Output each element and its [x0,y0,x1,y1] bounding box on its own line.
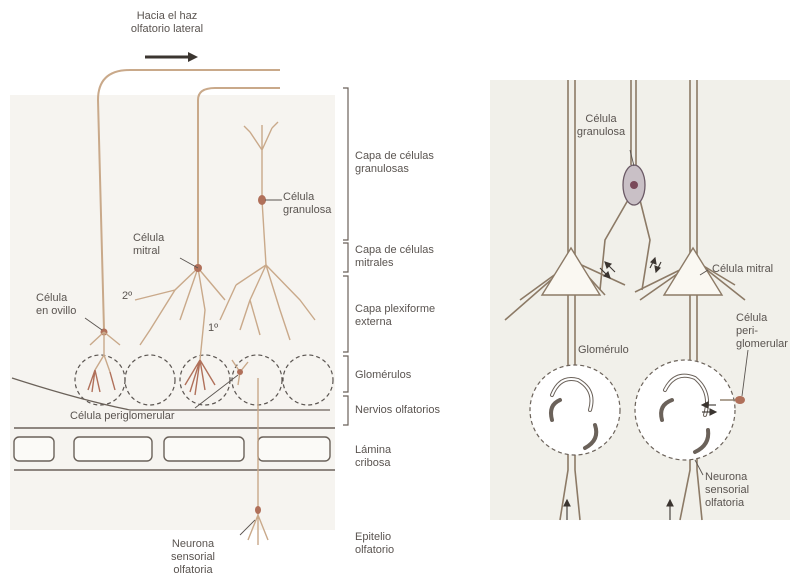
mitral-cell-right-label: Célula mitral [712,263,773,276]
layer-brackets [343,88,348,425]
mitral-cell-line-1: Célula [133,232,164,245]
layer-epithelium-line-1: Epitelio [355,531,394,544]
sensory-neuron-right-label: Neurona sensorial olfatoria [705,471,749,510]
periglomerular-cell-right-label: Célula peri- glomerular [736,312,788,351]
sensory-right-line-1: Neurona [705,471,749,484]
granule-right-line-1: Célula [570,113,632,126]
mitral-cell-line-2: mitral [133,245,164,258]
glomerulus-label: Glomérulo [578,344,629,357]
granule-cell-line-1: Célula [283,191,331,204]
periglomerular-right-line-2: peri- [736,325,788,338]
layer-lamina-line-2: cribosa [355,457,391,470]
secondary-dendrite-mark: 2º [122,290,132,303]
layer-mitral-label: Capa de células mitrales [355,244,434,270]
sensory-neuron-label: Neurona sensorial olfatoria [158,538,228,577]
layer-granule-line-2: granulosas [355,163,434,176]
sensory-neuron-line-2: sensorial [158,551,228,564]
sensory-neuron-line-1: Neurona [158,538,228,551]
sensory-neuron-line-3: olfatoria [158,564,228,577]
tufted-cell-label: Célula en ovillo [36,292,76,318]
granule-cell-label: Célula granulosa [283,191,331,217]
layer-epithelium-label: Epitelio olfatorio [355,531,394,557]
layer-plexiform-line-2: externa [355,316,435,329]
arrow-label-line-1: Hacia el haz [112,10,222,23]
layer-lamina-line-1: Lámina [355,444,391,457]
layer-plexiform-line-1: Capa plexiforme [355,303,435,316]
layer-epithelium-line-2: olfatorio [355,544,394,557]
arrow-label-line-2: olfatorio lateral [112,23,222,36]
layer-nerves-label: Nervios olfatorios [355,404,440,417]
granule-right-line-2: granulosa [570,126,632,139]
layer-nerves-line-1: Nervios olfatorios [355,404,440,417]
direction-arrow-icon [145,52,198,62]
granule-cell-line-2: granulosa [283,204,331,217]
periglomerular-right-line-3: glomerular [736,338,788,351]
periglomerular-right-line-1: Célula [736,312,788,325]
layer-glomeruli-line-1: Glomérulos [355,369,411,382]
layer-lamina-label: Lámina cribosa [355,444,391,470]
sensory-right-line-3: olfatoria [705,497,749,510]
layer-plexiform-label: Capa plexiforme externa [355,303,435,329]
granule-cell-right-label: Célula granulosa [570,113,632,139]
primary-dendrite-mark: 1º [208,322,218,335]
mitral-cell-label: Célula mitral [133,232,164,258]
layer-granule-line-1: Capa de células [355,150,434,163]
layer-mitral-line-2: mitrales [355,257,434,270]
layer-glomeruli-label: Glomérulos [355,369,411,382]
sensory-right-line-2: sensorial [705,484,749,497]
layer-granule-label: Capa de células granulosas [355,150,434,176]
arrow-label: Hacia el haz olfatorio lateral [112,10,222,36]
tufted-cell-line-1: Célula [36,292,76,305]
layer-mitral-line-1: Capa de células [355,244,434,257]
tufted-cell-line-2: en ovillo [36,305,76,318]
periglomerular-cell-label: Célula periglomerular [70,410,175,423]
